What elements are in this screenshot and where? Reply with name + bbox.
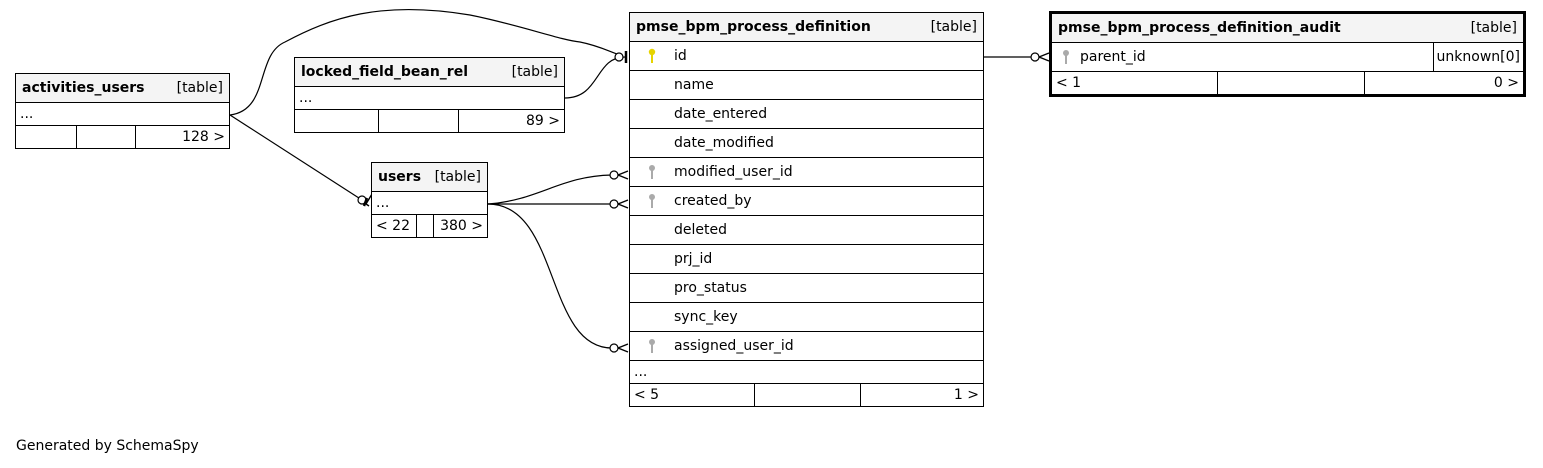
link-users-assigned-user-id: [487, 203, 613, 349]
column-name: id: [674, 48, 687, 64]
column-row[interactable]: assigned_user_id: [630, 332, 983, 361]
column-row[interactable]: date_entered: [630, 100, 983, 129]
more-columns: ...: [295, 87, 564, 110]
column-name: pro_status: [674, 280, 747, 296]
table-header: activities_users [table]: [16, 74, 229, 103]
column-name: date_modified: [674, 135, 774, 151]
children-count: 1 >: [860, 384, 983, 406]
children-count: 89 >: [458, 110, 564, 132]
zero-marker: [1030, 52, 1040, 62]
table-locked-field-bean-rel[interactable]: locked_field_bean_rel [table] ... 89 >: [294, 57, 565, 133]
column-name: modified_user_id: [674, 164, 793, 180]
footer-spacer: [416, 215, 433, 237]
children-count: 128 >: [135, 126, 229, 148]
table-activities-users[interactable]: activities_users [table] ... 128 >: [15, 73, 230, 149]
column-row[interactable]: id: [630, 42, 983, 71]
table-name: pmse_bpm_process_definition_audit: [1058, 20, 1341, 36]
crow-foot: [617, 199, 629, 209]
table-header: locked_field_bean_rel [table]: [295, 58, 564, 87]
column-row[interactable]: prj_id: [630, 245, 983, 274]
table-kind: [table]: [176, 80, 223, 96]
table-kind: [table]: [434, 169, 481, 185]
table-name: users: [378, 169, 422, 185]
foreign-key-icon: [630, 338, 674, 354]
table-footer: 128 >: [16, 126, 229, 148]
link-users-modified-user-id: [487, 174, 613, 205]
link-activities-users-users: [229, 114, 363, 201]
children-count: 380 >: [433, 215, 487, 237]
column-row[interactable]: name: [630, 71, 983, 100]
zero-marker: [609, 199, 619, 209]
column-row[interactable]: sync_key: [630, 303, 983, 332]
crow-foot: [617, 343, 629, 353]
column-row[interactable]: date_modified: [630, 129, 983, 158]
foreign-key-icon: [630, 193, 674, 209]
table-header: pmse_bpm_process_definition [table]: [630, 13, 983, 42]
footer-spacer: [1217, 72, 1364, 94]
table-pmse-bpm-process-definition[interactable]: pmse_bpm_process_definition [table] id na…: [629, 12, 984, 407]
column-name: assigned_user_id: [674, 338, 794, 354]
parents-count: [295, 110, 378, 132]
column-name: date_entered: [674, 106, 768, 122]
footer-spacer: [378, 110, 458, 132]
column-row[interactable]: modified_user_id: [630, 158, 983, 187]
more-columns: ...: [372, 192, 487, 215]
generated-by-label: Generated by SchemaSpy: [16, 438, 199, 454]
column-row[interactable]: pro_status: [630, 274, 983, 303]
table-name: locked_field_bean_rel: [301, 64, 468, 80]
table-name: activities_users: [22, 80, 145, 96]
crow-foot: [1038, 52, 1050, 62]
table-header: pmse_bpm_process_definition_audit [table…: [1052, 14, 1523, 43]
table-header: users [table]: [372, 163, 487, 192]
footer-spacer: [76, 126, 135, 148]
column-row[interactable]: parent_id unknown[0]: [1052, 43, 1523, 72]
children-count: 0 >: [1364, 72, 1523, 94]
column-name: deleted: [674, 222, 727, 238]
more-columns: ...: [16, 103, 229, 126]
more-columns: ...: [630, 361, 983, 384]
table-pmse-bpm-process-definition-audit[interactable]: pmse_bpm_process_definition_audit [table…: [1049, 11, 1526, 97]
parents-count: [16, 126, 76, 148]
primary-key-icon: [630, 48, 674, 64]
parents-count: < 5: [634, 387, 660, 403]
zero-marker: [609, 343, 619, 353]
foreign-key-icon: [630, 164, 674, 180]
column-name: sync_key: [674, 309, 738, 325]
crow-foot: [617, 170, 629, 180]
table-kind: [table]: [511, 64, 558, 80]
column-row[interactable]: created_by: [630, 187, 983, 216]
link-activities-users-id: [229, 8, 621, 116]
table-footer: < 1 0 >: [1052, 72, 1523, 94]
zero-marker: [609, 170, 619, 180]
column-row[interactable]: deleted: [630, 216, 983, 245]
column-name: created_by: [674, 193, 752, 209]
table-footer: < 5 1 >: [630, 384, 983, 406]
footer-spacer: [754, 384, 860, 406]
parents-count: < 1: [1056, 75, 1082, 91]
table-kind: [table]: [930, 19, 977, 35]
table-footer: < 22 380 >: [372, 215, 487, 237]
table-kind: [table]: [1470, 20, 1517, 36]
zero-marker: [614, 52, 624, 62]
column-name: prj_id: [674, 251, 713, 267]
table-footer: 89 >: [295, 110, 564, 132]
column-list: id name date_entered date_modified modified_…: [630, 42, 983, 361]
table-name: pmse_bpm_process_definition: [636, 19, 871, 35]
one-bar: [362, 197, 369, 207]
column-name: name: [674, 77, 714, 93]
foreign-key-icon: [1052, 49, 1080, 65]
column-type: unknown[0]: [1432, 43, 1523, 71]
table-users[interactable]: users [table] ... < 22 380 >: [371, 162, 488, 238]
column-name: parent_id: [1080, 49, 1146, 65]
link-locked-field-id: [564, 56, 626, 99]
parents-count: < 22: [376, 218, 410, 234]
